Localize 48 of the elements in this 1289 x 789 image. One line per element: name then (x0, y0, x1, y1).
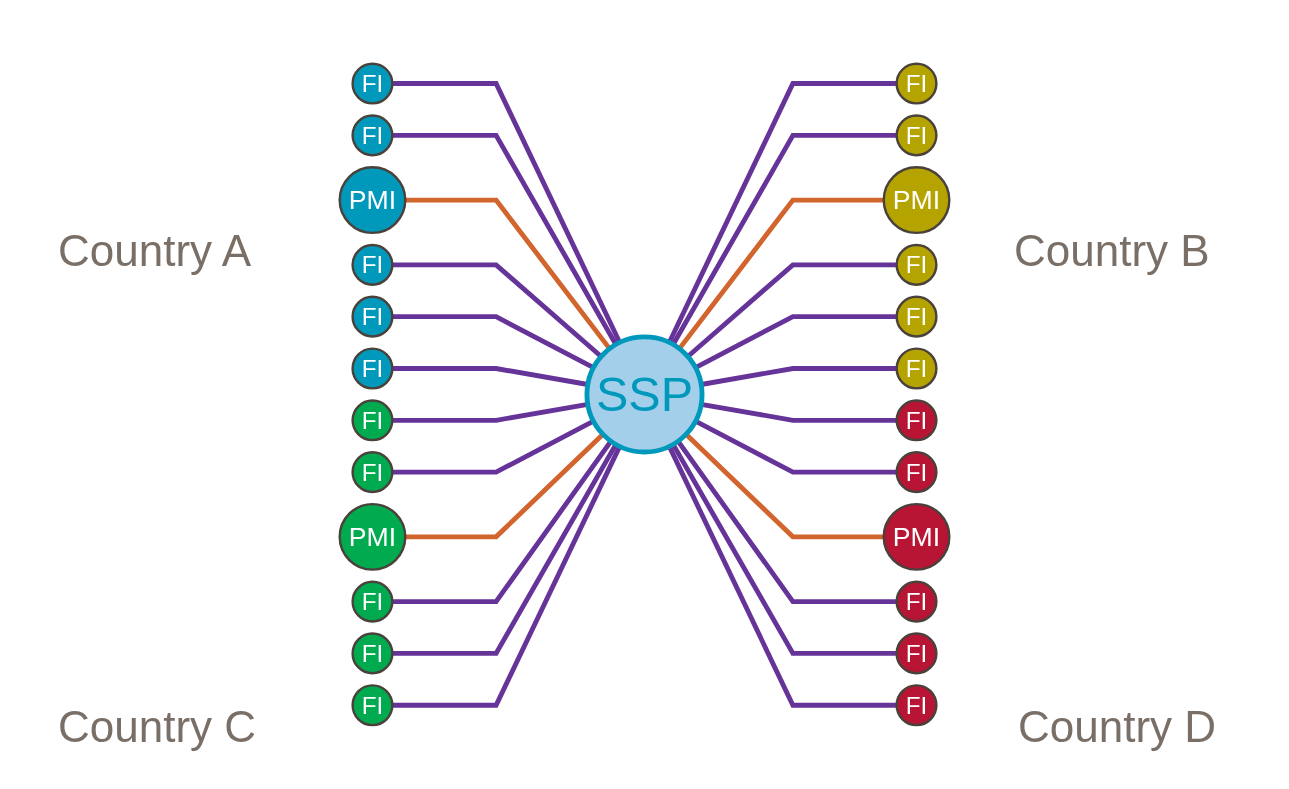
node-circle: PMI (338, 503, 407, 571)
connector (392, 445, 622, 708)
node-circle: FI (351, 451, 394, 494)
connector (676, 439, 897, 605)
node-circle: FI (351, 62, 394, 105)
connector (392, 439, 613, 605)
connector (694, 419, 897, 475)
connector (392, 443, 618, 656)
node-circle: SSP (584, 334, 705, 455)
node-circle: FI (351, 632, 394, 675)
node-circle: FI (895, 62, 938, 105)
node-circle: FI (895, 632, 938, 675)
node-circle: PMI (882, 503, 951, 571)
connector (667, 445, 897, 708)
node-circle: FI (351, 684, 394, 727)
node-circle: FI (895, 347, 938, 390)
node-circle: FI (351, 399, 394, 442)
node-circle: FI (895, 295, 938, 338)
country-label: Country A (58, 226, 252, 276)
connector (694, 314, 897, 370)
node-circle: PMI (882, 166, 951, 235)
connector (392, 314, 595, 370)
node-circle: FI (351, 347, 394, 390)
connector (671, 133, 897, 346)
node-circle: FI (351, 114, 394, 157)
node-circle: FI (351, 580, 394, 623)
connector (392, 133, 618, 346)
connector (686, 262, 897, 359)
connector (677, 197, 884, 351)
connector (667, 81, 897, 344)
country-label: Country B (1014, 226, 1210, 276)
connector (392, 81, 622, 344)
connector (684, 432, 884, 540)
node-circle: FI (351, 295, 394, 338)
country-label: Country D (1018, 702, 1217, 752)
node-circle: FI (895, 451, 938, 494)
node-circle: FI (895, 114, 938, 157)
node-circle: FI (895, 684, 938, 727)
connector (671, 443, 897, 656)
country-label: Country C (58, 702, 257, 752)
node-circle: FI (895, 399, 938, 442)
connector (405, 432, 605, 540)
connector (392, 262, 603, 359)
node-circle: FI (895, 580, 938, 623)
node-circle: FI (351, 243, 394, 286)
node-circle: PMI (338, 166, 407, 235)
node-circle: FI (895, 243, 938, 286)
connector (405, 197, 612, 351)
